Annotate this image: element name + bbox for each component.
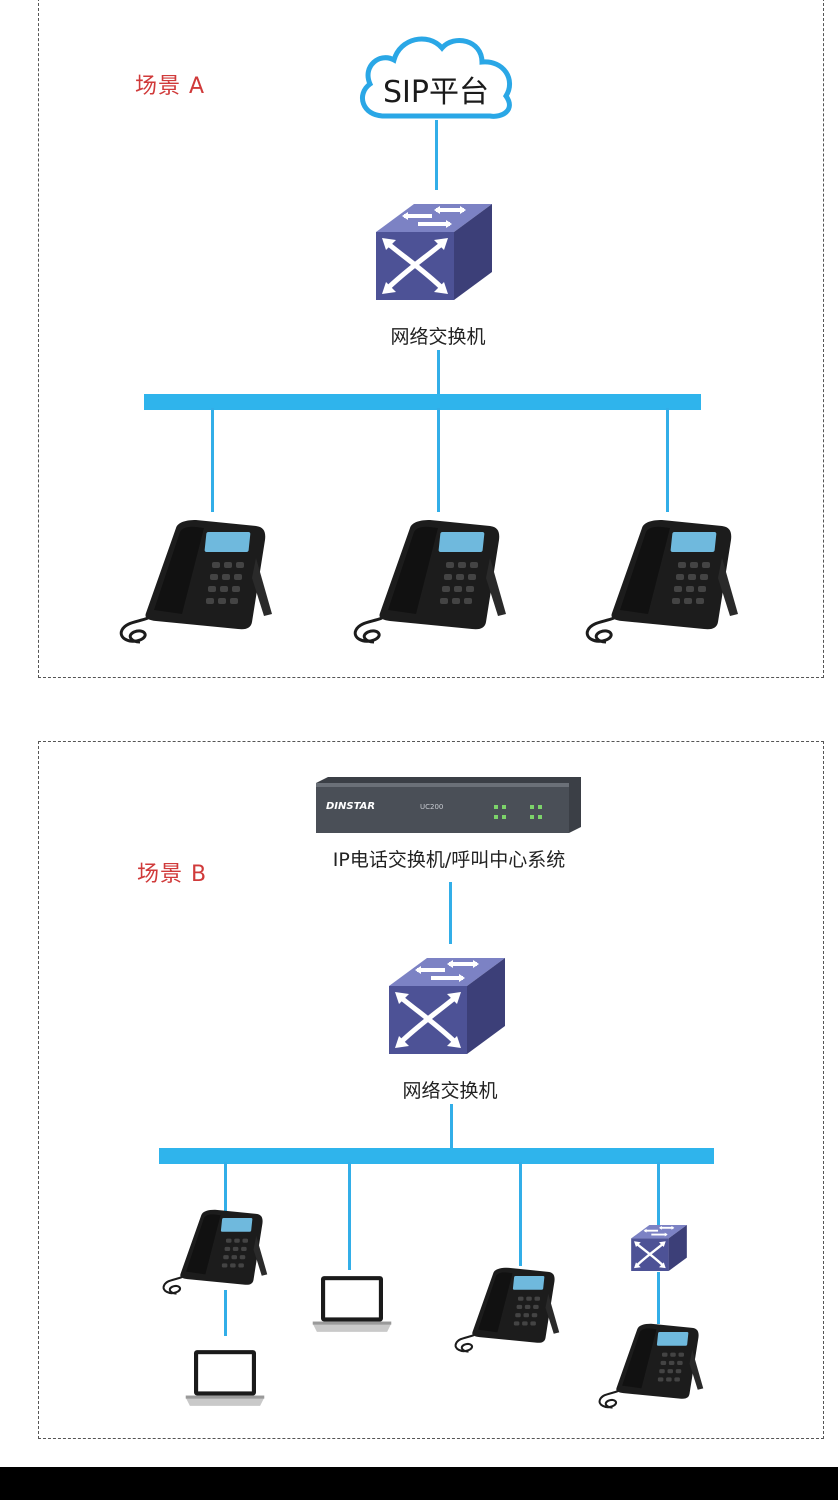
laptop-icon bbox=[183, 1348, 267, 1410]
drop-phone-a3 bbox=[666, 408, 669, 512]
pbx-model: UC200 bbox=[420, 803, 444, 811]
scene-a-frame bbox=[38, 0, 824, 678]
network-switch-icon bbox=[387, 956, 507, 1056]
scene-b-frame bbox=[38, 741, 824, 1439]
ip-phone-icon bbox=[452, 1266, 562, 1356]
cloud-label: SIP平台 bbox=[383, 75, 489, 110]
network-switch-icon bbox=[630, 1224, 688, 1272]
drop-laptop-b2 bbox=[348, 1162, 351, 1270]
ip-phone-icon bbox=[350, 518, 510, 648]
scene-a-label: 场景 A bbox=[135, 74, 206, 99]
scene-b-label: 场景 B bbox=[137, 862, 208, 887]
ip-phone-icon bbox=[596, 1322, 706, 1412]
switch-b-label: 网络交换机 bbox=[402, 1080, 498, 1102]
link-phone-laptop-b1 bbox=[224, 1290, 227, 1336]
pbx-label: IP电话交换机/呼叫中心系统 bbox=[332, 849, 566, 871]
cloud-icon bbox=[354, 28, 520, 122]
switch-a-label: 网络交换机 bbox=[390, 326, 486, 348]
drop-phone-b1 bbox=[224, 1162, 227, 1212]
drop-phone-b3 bbox=[519, 1162, 522, 1266]
network-switch-icon bbox=[374, 202, 494, 302]
link-cloud-switch bbox=[435, 120, 438, 190]
link-switch-phone-b4 bbox=[657, 1272, 660, 1324]
link-switch-bus-a bbox=[437, 350, 440, 396]
drop-phone-a2 bbox=[437, 408, 440, 512]
ip-phone-icon bbox=[160, 1208, 270, 1298]
laptop-icon bbox=[310, 1274, 394, 1336]
pbx-server-icon bbox=[316, 777, 581, 833]
drop-phone-a1 bbox=[211, 408, 214, 512]
ethernet-bus-a bbox=[144, 394, 701, 410]
link-switch-bus-b bbox=[450, 1104, 453, 1150]
bottom-bar bbox=[0, 1467, 838, 1500]
drop-switch-b4 bbox=[657, 1162, 660, 1228]
link-pbx-switch bbox=[449, 882, 452, 944]
ethernet-bus-b bbox=[159, 1148, 714, 1164]
ip-phone-icon bbox=[582, 518, 742, 648]
ip-phone-icon bbox=[116, 518, 276, 648]
pbx-brand: DINSTAR bbox=[326, 801, 376, 812]
